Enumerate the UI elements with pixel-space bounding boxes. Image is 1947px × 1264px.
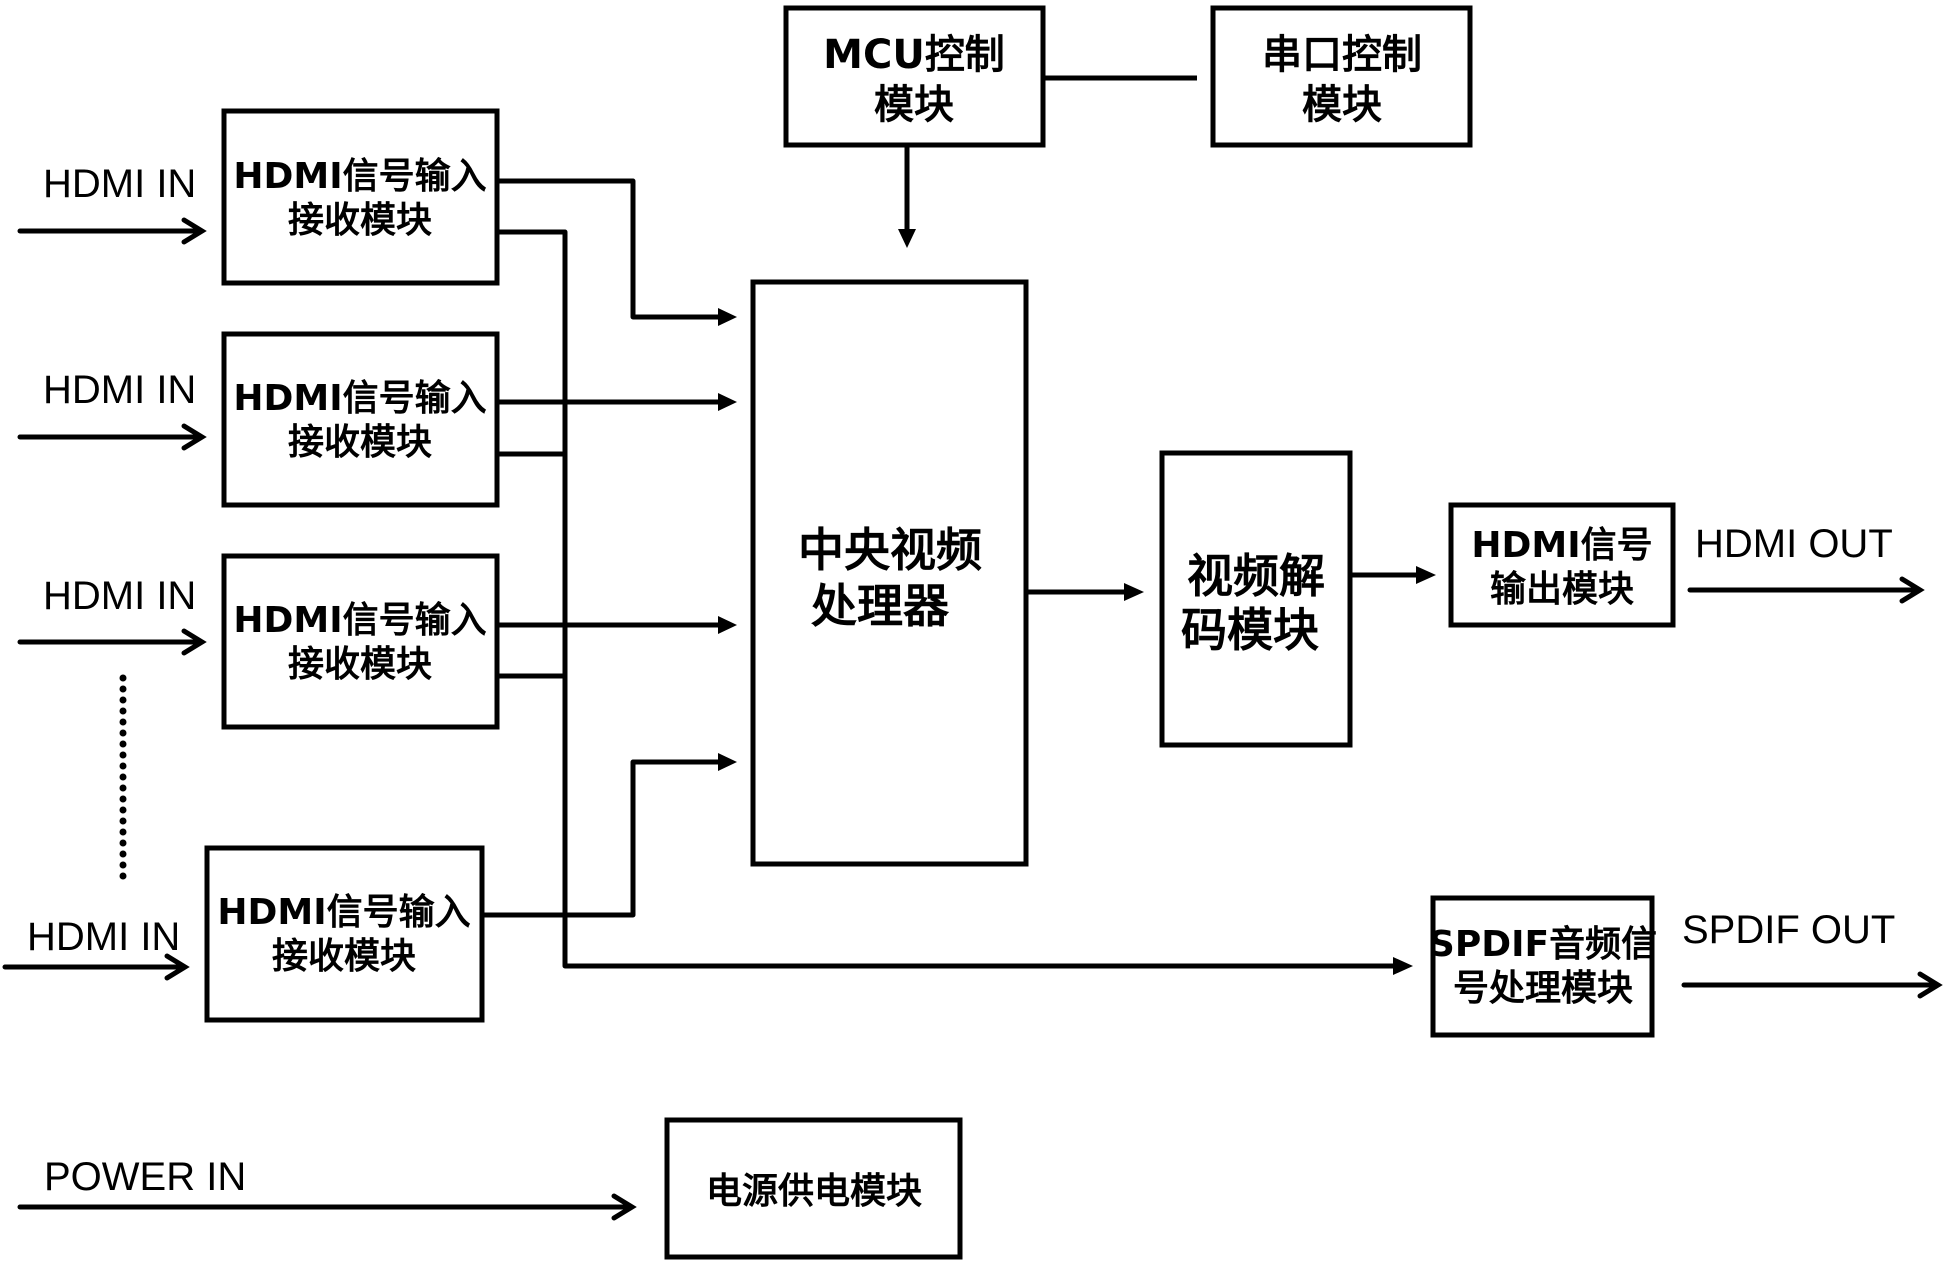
hdmi-input-module-4[interactable] (204, 845, 485, 1023)
serial-control-module-line2: 模块 (1302, 82, 1382, 128)
serial-control-module[interactable] (1210, 5, 1473, 148)
power-in-arrowhead (611, 1193, 637, 1221)
hdmi-out-label: HDMI OUT (1695, 522, 1893, 566)
hdmi-in-arrowhead-2 (181, 423, 207, 451)
hdmi-input-group-3: HDMI IN HDMI信号输入 接收模块 (17, 553, 500, 730)
hdmi-in-label-2: HDMI IN (43, 368, 196, 412)
central-video-processor-line1: 中央视频 (798, 523, 982, 577)
central-video-processor-line2: 处理器 (811, 579, 950, 633)
hdmi-output-module[interactable] (1448, 502, 1676, 628)
central-video-processor[interactable] (750, 279, 1029, 867)
wire-input1-to-cpu (497, 178, 720, 320)
spdif-output-group: SPDIF音频信 号处理模块 SPDIF OUT (1429, 895, 1943, 1038)
arrowhead-input3-to-cpu (718, 616, 737, 634)
spdif-audio-module-line2: 号处理模块 (1453, 968, 1633, 1009)
hdmi-output-group: HDMI信号 输出模块 HDMI OUT (1448, 502, 1925, 628)
arrowhead-decoder-to-hdmi-out (1416, 566, 1436, 584)
hdmi-input-module-3-line1: HDMI信号输入 (233, 600, 486, 641)
arrowhead-input1-to-cpu (718, 308, 737, 326)
hdmi-in-label-3: HDMI IN (43, 574, 196, 618)
hdmi-input-module-3-line2: 接收模块 (288, 644, 432, 685)
arrowhead-bus-to-spdif (1393, 957, 1413, 975)
mcu-control-module-line1: MCU控制 (823, 32, 1005, 78)
mcu-control-module-line2: 模块 (874, 82, 954, 128)
hdmi-input-module-1-line2: 接收模块 (288, 200, 432, 241)
power-group: POWER IN 电源供电模块 (17, 1117, 963, 1260)
cpu-group: 中央视频 处理器 (750, 279, 1144, 867)
video-signal-wires (482, 178, 737, 918)
hdmi-in-label-1: HDMI IN (43, 162, 196, 206)
hdmi-input-group-4: HDMI IN HDMI信号输入 接收模块 (2, 845, 485, 1023)
hdmi-input-module-1-line1: HDMI信号输入 (233, 156, 486, 197)
spdif-out-label: SPDIF OUT (1682, 908, 1895, 952)
audio-bus-line (497, 229, 1395, 969)
video-decoder-module-line2: 码模块 (1181, 603, 1319, 657)
hdmi-input-module-2-line2: 接收模块 (288, 422, 432, 463)
hdmi-in-label-4: HDMI IN (27, 915, 180, 959)
spdif-audio-module-line1: SPDIF音频信 (1429, 924, 1657, 965)
power-supply-module[interactable] (664, 1117, 963, 1260)
hdmi-input-module-3[interactable] (221, 553, 500, 730)
hdmi-in-arrowhead-1 (181, 217, 207, 245)
hdmi-input-module-1[interactable] (221, 108, 500, 286)
hdmi-input-module-2[interactable] (221, 331, 500, 508)
hdmi-in-arrowhead-3 (181, 628, 207, 656)
arrowhead-mcu-to-cpu (898, 229, 916, 248)
video-decoder-module[interactable] (1159, 450, 1353, 748)
decoder-group: 视频解 码模块 (1159, 450, 1436, 748)
power-in-label: POWER IN (44, 1155, 246, 1199)
arrowhead-input4-to-cpu (718, 753, 737, 771)
serial-control-module-line1: 串口控制 (1262, 32, 1422, 78)
audio-bus-wires (497, 229, 1413, 975)
arrowhead-cpu-to-decoder (1124, 583, 1144, 601)
hdmi-output-module-line1: HDMI信号 (1471, 525, 1652, 566)
hdmi-in-arrowhead-4 (164, 953, 190, 981)
hdmi-out-arrowhead (1899, 576, 1925, 604)
spdif-audio-module[interactable] (1430, 895, 1655, 1038)
hdmi-input-module-4-line2: 接收模块 (272, 936, 416, 977)
hdmi-input-group-1: HDMI IN HDMI信号输入 接收模块 (17, 108, 500, 286)
more-inputs-ellipsis (119, 674, 127, 880)
hdmi-output-module-line2: 输出模块 (1490, 569, 1634, 610)
video-decoder-module-line1: 视频解 (1187, 549, 1325, 603)
spdif-out-arrowhead (1917, 971, 1943, 999)
wire-input4-to-cpu (482, 759, 720, 918)
hdmi-input-module-4-line1: HDMI信号输入 (217, 892, 470, 933)
arrowhead-input2-to-cpu (718, 393, 737, 411)
control-group: MCU控制 模块 串口控制 模块 (783, 5, 1473, 248)
power-supply-module-label: 电源供电模块 (706, 1171, 922, 1212)
hdmi-input-group-2: HDMI IN HDMI信号输入 接收模块 (17, 331, 500, 508)
hdmi-input-module-2-line1: HDMI信号输入 (233, 378, 486, 419)
